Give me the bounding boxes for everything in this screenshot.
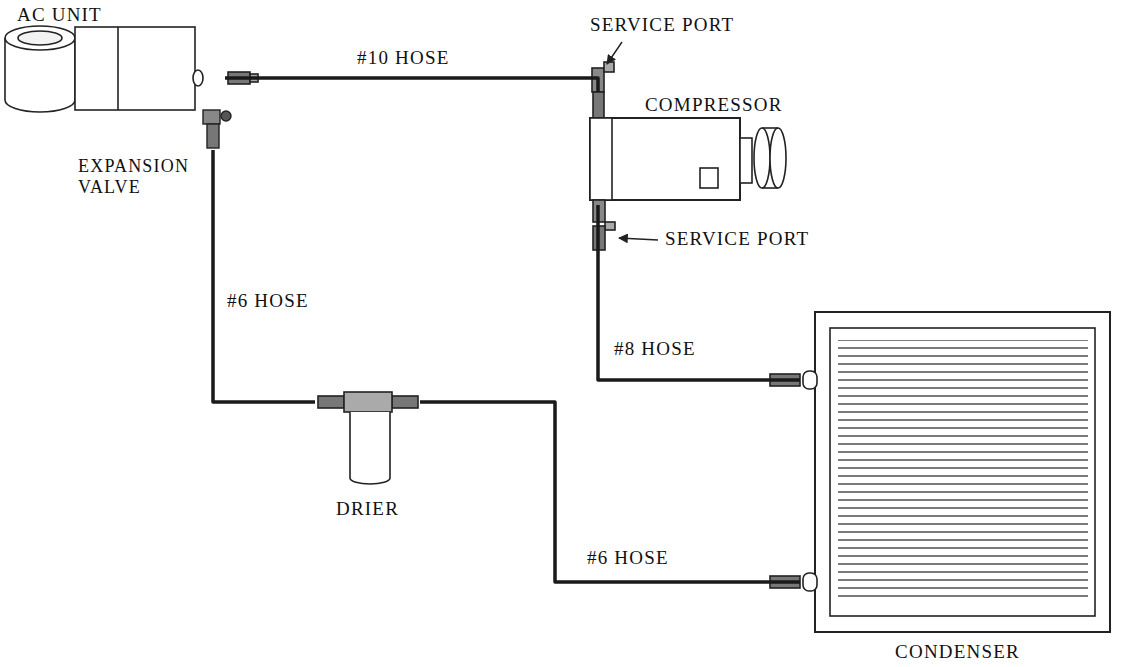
component-label: COMPRESSOR	[645, 94, 783, 116]
component-label: AC UNIT	[17, 4, 102, 26]
label-slot: #6 HOSE	[225, 290, 311, 312]
expansion-valve-drawing	[203, 110, 231, 148]
drier-drawing	[318, 392, 418, 484]
label-slot: #10 HOSE	[355, 47, 451, 69]
compressor-drawing	[590, 62, 786, 250]
label-slot: SERVICE PORT	[665, 228, 809, 250]
hose-label: #10 HOSE	[355, 47, 451, 69]
component-box: CONDENSER	[800, 305, 1115, 663]
label-slot: #8 HOSE	[612, 338, 698, 360]
label-slot: EXPANSION VALVE	[78, 156, 203, 197]
label-slot: SERVICE PORT	[590, 14, 734, 36]
part-label: SERVICE PORT	[665, 228, 809, 250]
part-label: SERVICE PORT	[590, 14, 734, 36]
hose-label: #6 HOSE	[585, 547, 671, 569]
component-label: CONDENSER	[895, 641, 1020, 663]
component-label: DRIER	[336, 498, 399, 520]
component-box: AC UNIT	[5, 4, 225, 150]
part-label: EXPANSION VALVE	[78, 156, 203, 197]
component-box: DRIER	[315, 392, 420, 520]
hose-label: #6 HOSE	[225, 290, 311, 312]
hose-line	[213, 150, 315, 402]
hose-line	[420, 402, 800, 582]
leader-lines	[607, 42, 658, 240]
hose-label: #8 HOSE	[612, 338, 698, 360]
condenser-drawing	[770, 312, 1110, 632]
ac-unit-drawing	[5, 26, 258, 112]
hose-line	[225, 78, 598, 92]
component-box: COMPRESSOR	[588, 92, 830, 205]
label-slot: #6 HOSE	[585, 547, 671, 569]
